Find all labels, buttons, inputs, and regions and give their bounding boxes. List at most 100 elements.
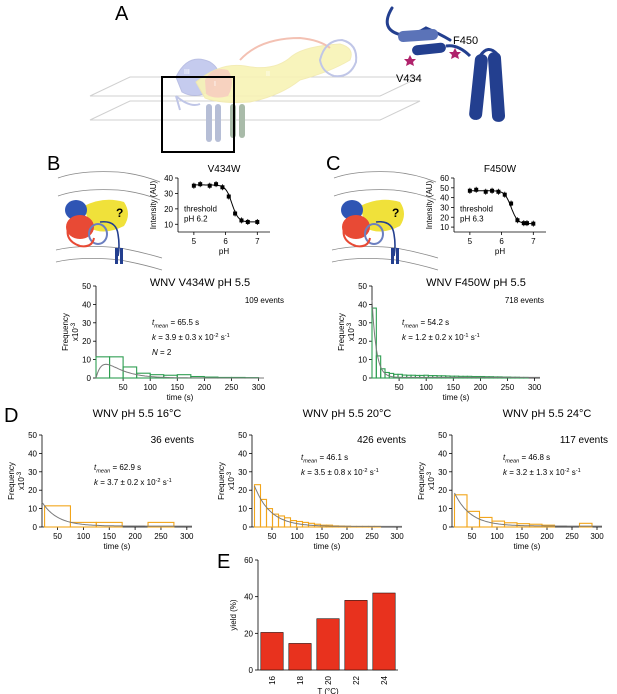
domain-i-label: I [214, 81, 216, 88]
c-titration-data-point [467, 188, 472, 193]
d-24-y-tick-label: 40 [438, 449, 447, 458]
d-16-x-tick-label: 250 [154, 532, 168, 541]
d-16-x-tick-label: 200 [128, 532, 142, 541]
d-20-t-mean: tmean = 46.1 s [301, 453, 348, 464]
cartoon-b-stem [99, 220, 120, 257]
c-titration-annotation-line-2: pH 6.3 [460, 214, 484, 223]
d-16-x-tick-label: 100 [77, 532, 91, 541]
residue-v434-star [404, 55, 416, 66]
panel-label-a: A [115, 3, 129, 25]
cartoon-c-membrane-top [333, 171, 437, 183]
c-titration-x-tick-label: 7 [531, 237, 536, 246]
c-histogram-t-mean-part-2: = 54.2 s [418, 318, 449, 327]
b-histogram-rate-part-2: -2 [214, 333, 219, 339]
d-16-fit-curve [41, 501, 192, 527]
cartoon-c-domain-iii [341, 200, 363, 220]
d-16-bar [147, 521, 175, 528]
stem-linker [445, 44, 472, 58]
cartoon-c-membrane-mid [333, 189, 437, 201]
cartoon-c-stem [375, 220, 396, 257]
b-histogram-y-label-scale: x10-3 [71, 322, 80, 341]
d-16-x-label: time (s) [104, 542, 131, 551]
c-titration-data-point [496, 189, 501, 194]
d-16-rate-part-2: -2 [156, 478, 161, 484]
c-histogram-fit-curve [371, 300, 540, 378]
tm-loop [478, 48, 499, 57]
membrane-schematic: III I II [89, 36, 421, 142]
c-histogram-x-tick-label: 200 [474, 383, 488, 392]
b-titration-data-point [214, 182, 219, 187]
b-histogram-y-tick-label: 0 [87, 374, 92, 383]
d-16-t-mean-part-2: = 62.9 s [110, 463, 141, 472]
b-titration-data-point [226, 194, 231, 199]
d-24-rate-part-2: -2 [565, 468, 570, 474]
c-titration-data-point [490, 188, 495, 193]
stem-helix-2 [412, 42, 446, 56]
cartoon-c-question: ? [392, 206, 399, 220]
d-24-rate-part-1: = 3.2 ± 1.3 x 10 [507, 468, 565, 477]
c-histogram-rate: k = 1.2 ± 0.2 x 10-1 s-1 [402, 333, 480, 342]
d-16-rate-part-1: = 3.7 ± 0.2 x 10 [98, 478, 156, 487]
d-20-y-label-exponent: -3 [227, 471, 233, 477]
b-titration-data-point [198, 182, 203, 187]
cartoon-c-domain-iii-outline [364, 223, 384, 245]
residue-f450-star [449, 48, 461, 59]
d-16-bar [95, 521, 123, 528]
d-20-y-tick-label: 20 [238, 486, 247, 495]
tm-helix-1 [469, 54, 488, 120]
d-16-y-tick-label: 20 [28, 486, 37, 495]
b-histogram-x-tick-label: 300 [252, 383, 266, 392]
d-24-bar [453, 494, 468, 528]
d-20-x-tick-label: 50 [268, 532, 277, 541]
d-24-rate-part-4: -1 [576, 468, 581, 474]
b-histogram-events: 109 events [245, 296, 284, 305]
d-20-x-tick-label: 200 [340, 532, 354, 541]
c-histogram-t-mean-part-1: mean [404, 323, 418, 329]
e-yield-x-tick-label: 16 [268, 675, 277, 684]
e-yield-x-tick-label: 22 [352, 675, 361, 684]
d-20-x-label: time (s) [314, 542, 341, 551]
cartoon-b-membrane-mid [57, 189, 161, 201]
b-histogram-x-tick-label: 250 [225, 383, 239, 392]
d-20-fit-curve [254, 485, 402, 527]
stem-helix-1 [398, 28, 439, 43]
d-16-rate-part-4: -1 [167, 478, 172, 484]
d-20-t-mean-part-0: t [301, 453, 304, 462]
d-24-bar [466, 510, 481, 528]
c-titration-x-tick-label: 6 [499, 237, 504, 246]
c-titration-title: F450W [484, 164, 517, 175]
c-histogram-y-label: Frequency [337, 313, 346, 351]
b-histogram-t-mean-part-0: t [152, 318, 155, 327]
c-titration-data-point [502, 192, 507, 197]
panel-label-c: C [326, 153, 340, 175]
d-16-rate-part-3: s [161, 478, 167, 487]
cartoon-c: ? [331, 171, 439, 271]
c-titration-data-point [483, 189, 488, 194]
b-histogram-n-part-1: = 2 [158, 348, 172, 357]
d-24-y-label-exponent: -3 [427, 471, 433, 477]
b-titration-annotation-line-1: threshold [184, 204, 217, 213]
d-20-y-label: Frequency [217, 462, 226, 500]
b-histogram-rate: k = 3.9 ± 0.3 x 10-2 s-1 [152, 333, 230, 342]
d-20-x-tick-label: 150 [315, 532, 329, 541]
d-24-y-tick-label: 50 [438, 431, 447, 440]
e-yield-y-tick-label: 60 [244, 556, 253, 565]
d-24-x-tick-label: 150 [515, 532, 529, 541]
d-16-t-mean-part-0: t [94, 463, 97, 472]
d-20-y-tick-label: 30 [238, 468, 247, 477]
cartoon-b: ? [55, 171, 163, 271]
b-titration-y-tick-label: 40 [164, 174, 173, 183]
c-histogram-x-tick-label: 100 [420, 383, 434, 392]
b-histogram-y-label: Frequency [61, 313, 70, 351]
cartoon-b-tm-1 [115, 248, 118, 264]
b-histogram-fit-curve [95, 363, 264, 379]
d-24-x-label: time (s) [514, 542, 541, 551]
b-titration-data-point [233, 211, 238, 216]
b-histogram-rate-part-4: -1 [225, 333, 230, 339]
b-histogram-y-tick-label: 20 [82, 337, 91, 346]
d-24-x-tick-label: 250 [565, 532, 579, 541]
cartoon-c-tm-1 [391, 248, 394, 264]
c-histogram-t-mean: tmean = 54.2 s [402, 318, 449, 329]
b-titration-data-point [207, 183, 212, 188]
